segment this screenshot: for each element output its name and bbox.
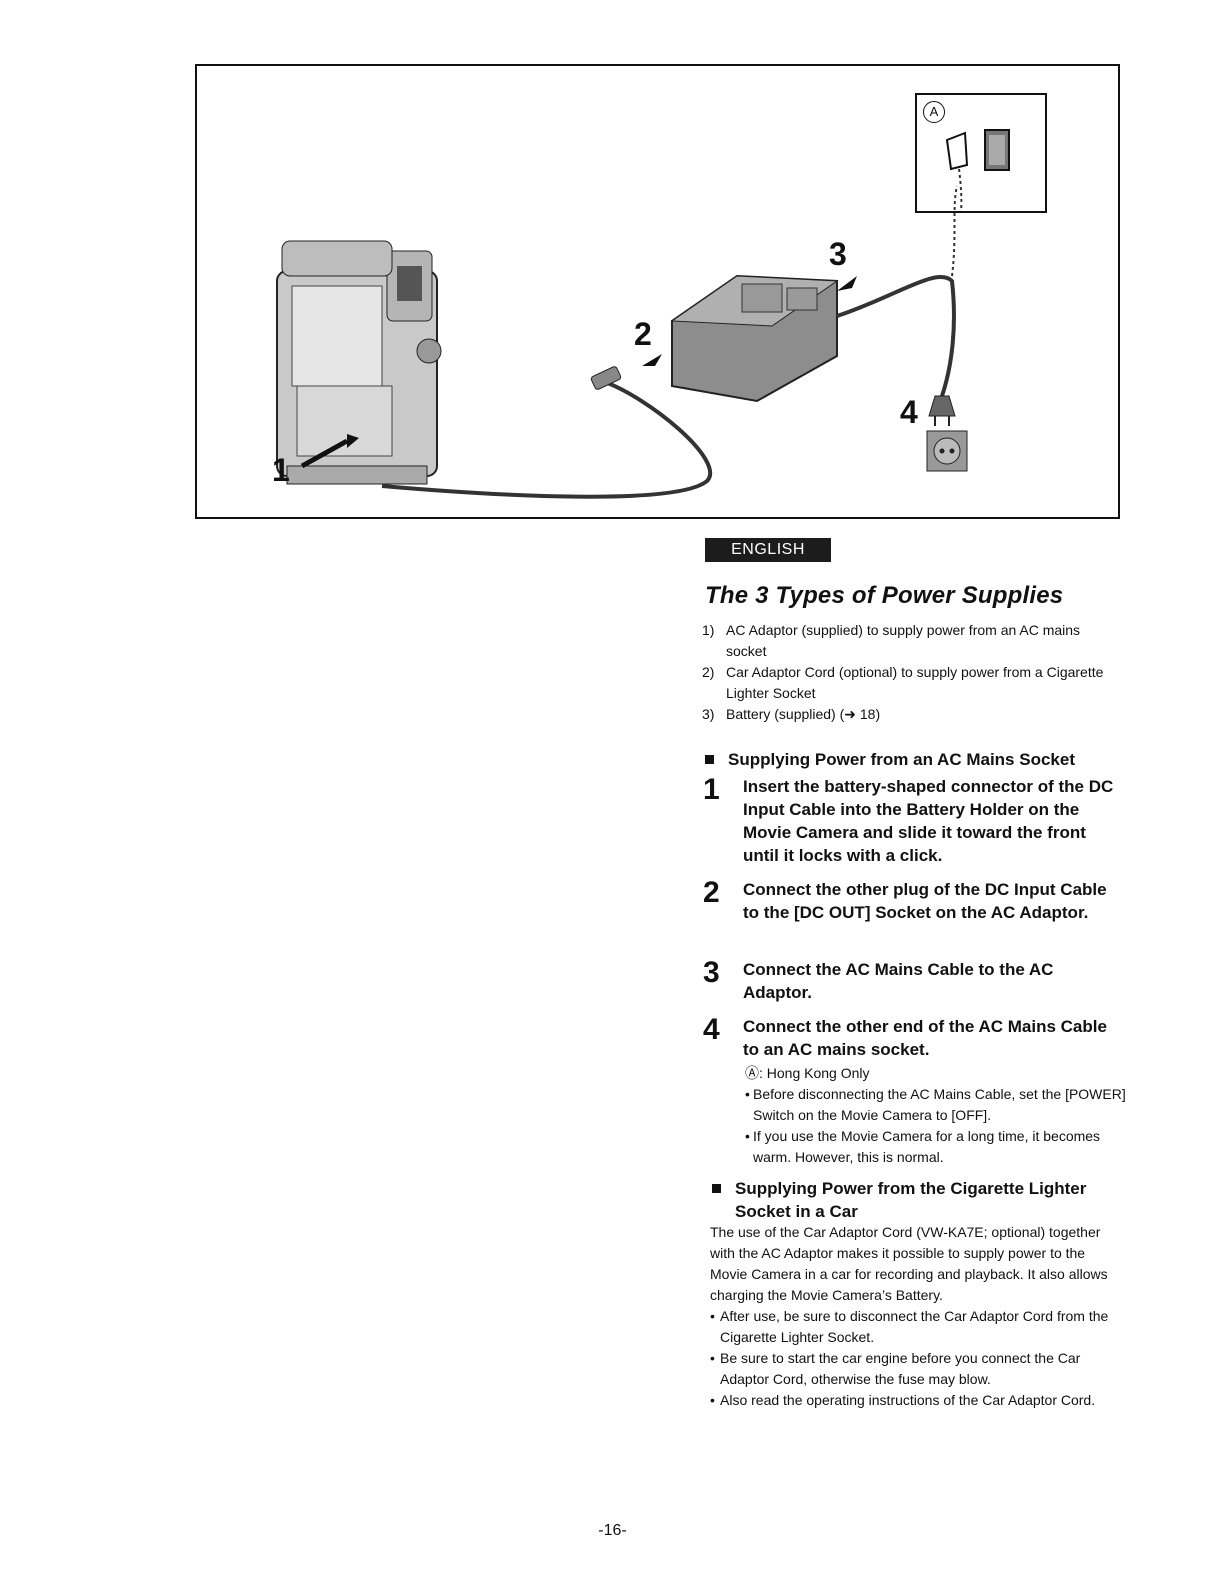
note-bullet: • Before disconnecting the AC Mains Cabl…	[745, 1084, 1127, 1126]
list-item: 2) Car Adaptor Cord (optional) to supply…	[702, 662, 1122, 704]
car-section-body: The use of the Car Adaptor Cord (VW-KA7E…	[710, 1222, 1125, 1411]
camera-illustration	[276, 240, 442, 485]
callout-3: 3	[829, 236, 847, 272]
setup-illustration: A 1 2 3 4	[195, 64, 1120, 519]
bullet-dot-icon: •	[710, 1392, 715, 1408]
list-item: 3) Battery (supplied) (➜ 18)	[702, 704, 1122, 725]
section-heading-text: Supplying Power from the Cigarette Light…	[735, 1179, 1087, 1221]
step-1: 1 Insert the battery-shaped connector of…	[703, 775, 1123, 867]
bullet-dot-icon: •	[710, 1308, 715, 1324]
list-item-number: 1)	[702, 622, 715, 638]
list-item-text: Car Adaptor Cord (optional) to supply po…	[726, 664, 1104, 701]
square-bullet-icon	[712, 1184, 721, 1193]
page-number: -16-	[598, 1522, 627, 1539]
page-title: The 3 Types of Power Supplies	[705, 582, 1064, 609]
step-text: Insert the battery-shaped connector of t…	[743, 777, 1114, 865]
car-section-heading: Supplying Power from the Cigarette Light…	[712, 1177, 1127, 1223]
step-number: 4	[703, 1013, 720, 1046]
note-text: Before disconnecting the AC Mains Cable,…	[753, 1086, 1126, 1123]
section-heading-text: Supplying Power from an AC Mains Socket	[728, 750, 1075, 769]
step-4: 4 Connect the other end of the AC Mains …	[703, 1015, 1123, 1061]
note-text: After use, be sure to disconnect the Car…	[720, 1308, 1109, 1345]
note-bullet: • Also read the operating instructions o…	[710, 1390, 1125, 1411]
step-3: 3 Connect the AC Mains Cable to the AC A…	[703, 958, 1123, 1004]
step-text: Connect the AC Mains Cable to the AC Ada…	[743, 960, 1054, 1002]
step-number: 1	[703, 773, 720, 806]
step-number: 3	[703, 956, 720, 989]
hong-kong-note: Ⓐ: Hong Kong Only	[745, 1065, 870, 1081]
note-text: If you use the Movie Camera for a long t…	[753, 1128, 1101, 1165]
ac-notes: Ⓐ: Hong Kong Only • Before disconnecting…	[745, 1063, 1127, 1168]
mains-plug-illustration	[926, 395, 968, 472]
step-2: 2 Connect the other plug of the DC Input…	[703, 878, 1123, 924]
power-types-list: 1) AC Adaptor (supplied) to supply power…	[702, 620, 1122, 725]
camera-adaptor-diagram	[276, 185, 968, 499]
callout-4: 4	[900, 394, 918, 430]
note-text: Also read the operating instructions of …	[720, 1392, 1096, 1408]
bullet-dot-icon: •	[710, 1350, 715, 1366]
note-bullet: • After use, be sure to disconnect the C…	[710, 1306, 1125, 1348]
plug-inset-drawing	[945, 129, 1010, 211]
step-number: 2	[703, 876, 720, 909]
hong-kong-plug-inset: A	[915, 93, 1047, 213]
square-bullet-icon	[705, 755, 714, 764]
ac-adaptor-illustration	[670, 274, 839, 403]
list-item-text: Battery (supplied) (➜ 18)	[726, 706, 881, 722]
note-bullet: • If you use the Movie Camera for a long…	[745, 1126, 1127, 1168]
list-item-number: 3)	[702, 706, 715, 722]
callout-1: 1	[272, 452, 290, 488]
step-text: Connect the other end of the AC Mains Ca…	[743, 1017, 1107, 1059]
note-bullet: • Be sure to start the car engine before…	[710, 1348, 1125, 1390]
bullet-dot-icon: •	[745, 1128, 750, 1144]
list-item: 1) AC Adaptor (supplied) to supply power…	[702, 620, 1122, 662]
list-item-text: AC Adaptor (supplied) to supply power fr…	[726, 622, 1081, 659]
inset-label-a: A	[923, 101, 945, 123]
bullet-dot-icon: •	[745, 1086, 750, 1102]
language-tab: ENGLISH	[705, 538, 831, 562]
list-item-number: 2)	[702, 664, 715, 680]
callout-2: 2	[634, 316, 652, 352]
step-text: Connect the other plug of the DC Input C…	[743, 880, 1107, 922]
ac-section-heading: Supplying Power from an AC Mains Socket	[705, 748, 1125, 771]
car-paragraph: The use of the Car Adaptor Cord (VW-KA7E…	[710, 1224, 1108, 1303]
note-text: Be sure to start the car engine before y…	[720, 1350, 1081, 1387]
